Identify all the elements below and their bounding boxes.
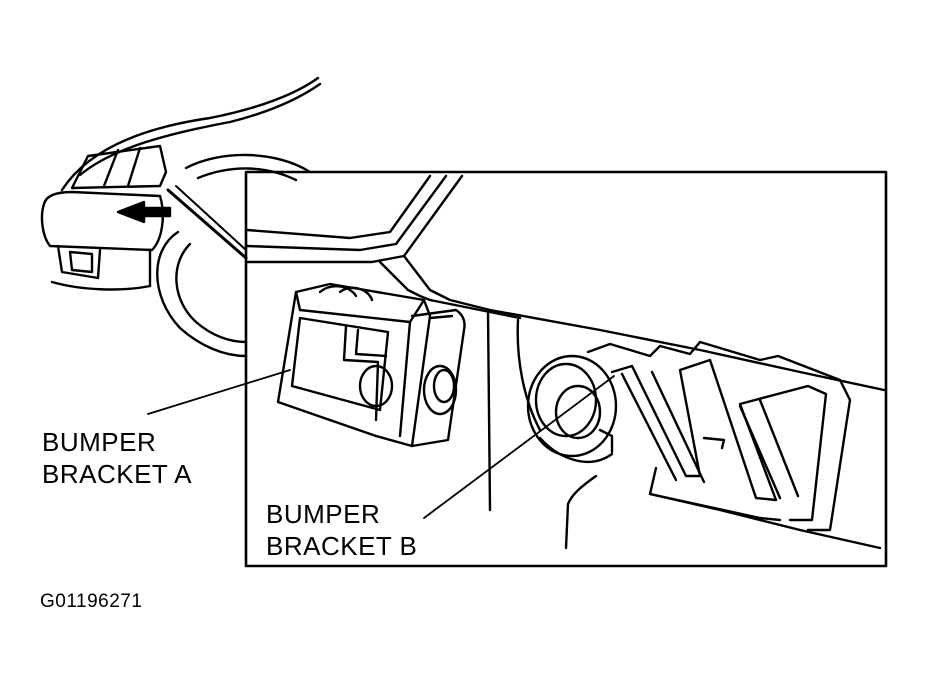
bumper-bracket-a-label-line1: BUMPER [42,427,157,457]
leader-line-bracket-a [147,369,291,415]
leader-line-bracket-b [423,375,615,519]
figure-id: G01196271 [40,591,143,612]
bumper-detail [245,174,886,550]
bumper-bracket-b-label-line2: BRACKET B [266,531,418,561]
bumper-bracket-b-label: BUMPER BRACKET B [266,498,417,562]
bumper-bracket-a-label: BUMPER BRACKET A [42,426,192,490]
bumper-bracket-a-label-line2: BRACKET A [42,459,192,489]
bumper-bracket-b-label-line1: BUMPER [266,499,381,529]
car-front-overview [40,76,322,358]
detail-inset-frame [244,170,888,568]
